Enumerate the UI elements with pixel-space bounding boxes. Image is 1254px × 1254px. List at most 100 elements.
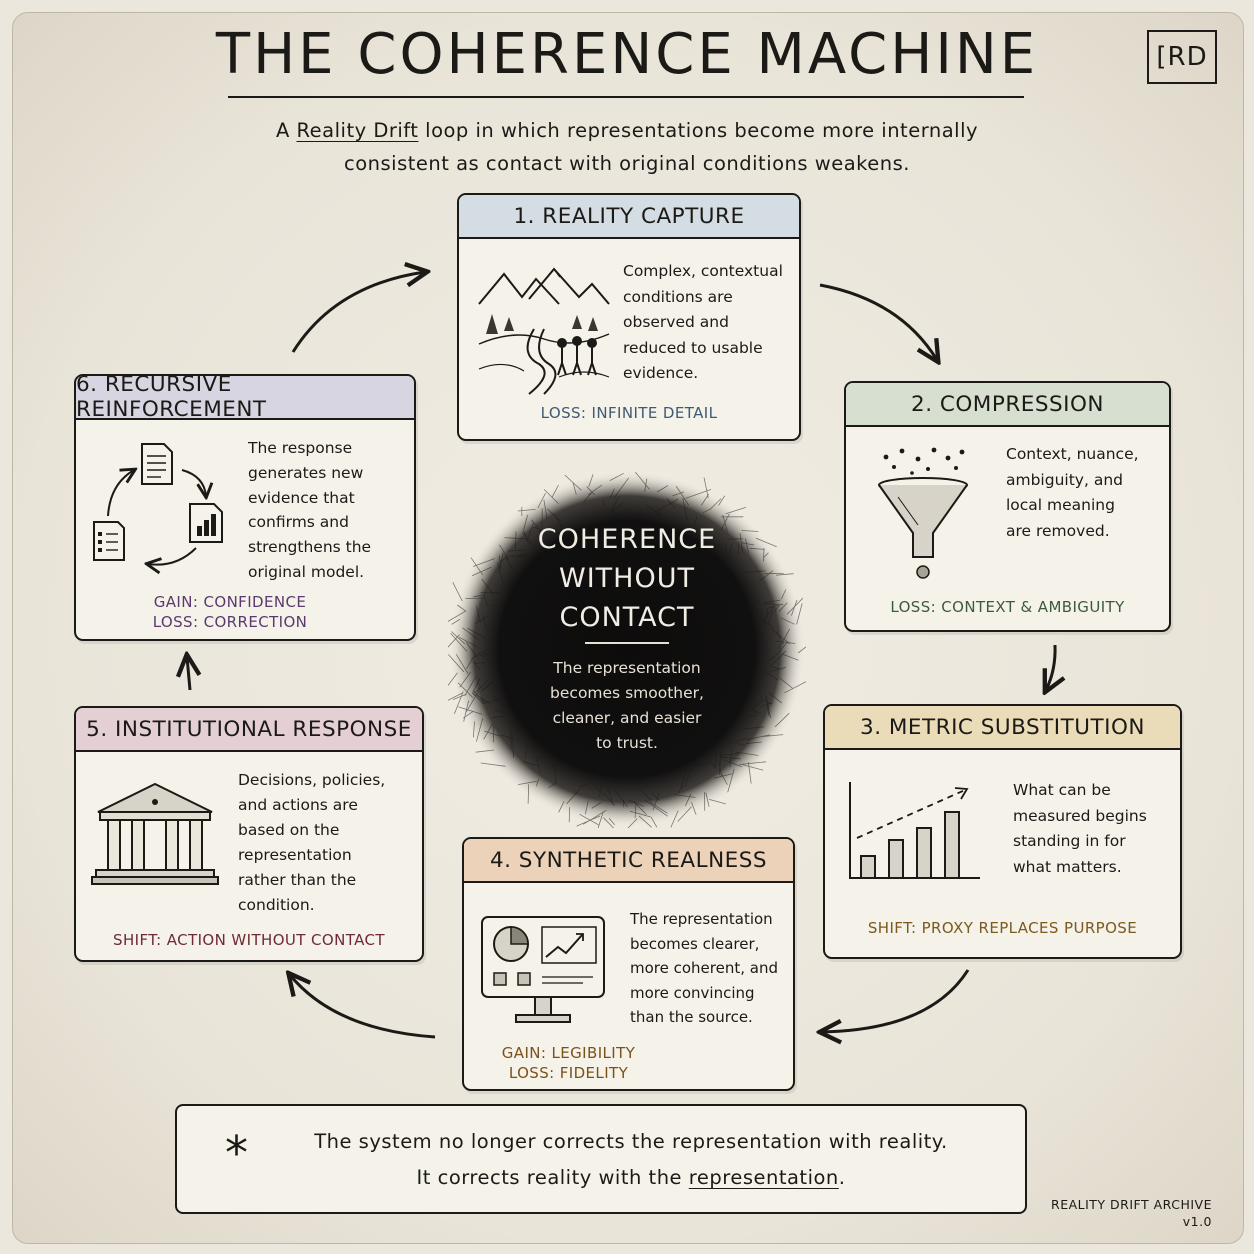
ink-scratch bbox=[482, 684, 491, 691]
card-metric-substitution: 3. METRIC SUBSTITUTION What can be measu… bbox=[823, 704, 1182, 959]
ink-scratch bbox=[705, 792, 710, 807]
ink-scratch bbox=[763, 552, 769, 559]
ink-scratch bbox=[747, 762, 752, 784]
ink-scratch bbox=[522, 529, 531, 547]
ink-scratch bbox=[472, 558, 495, 567]
ink-scratch bbox=[514, 554, 527, 559]
institution-building-icon bbox=[91, 782, 219, 885]
ink-scratch bbox=[475, 749, 495, 753]
ink-scratch bbox=[482, 698, 502, 705]
ink-scratch bbox=[543, 499, 548, 520]
ink-scratch bbox=[760, 698, 773, 705]
ink-scratch bbox=[587, 484, 603, 496]
center-title: COHERENCE WITHOUT CONTACT bbox=[537, 524, 717, 633]
ink-scratch bbox=[763, 669, 779, 681]
ink-scratch bbox=[597, 811, 604, 828]
card-header: 5. INSTITUTIONAL RESPONSE bbox=[76, 708, 422, 752]
ink-scratch bbox=[656, 485, 669, 493]
subtitle-line1-rest: loop in which representations become mor… bbox=[418, 119, 979, 142]
ink-scratch bbox=[771, 641, 789, 660]
ink-scratch bbox=[512, 734, 514, 758]
ink-scratch bbox=[586, 486, 595, 496]
ink-scratch bbox=[470, 557, 484, 576]
ink-scratch bbox=[451, 618, 461, 625]
conclusion-line-1: The system no longer corrects the repres… bbox=[314, 1130, 948, 1153]
ink-scratch bbox=[480, 762, 506, 767]
ink-scratch bbox=[749, 547, 765, 550]
ink-scratch bbox=[709, 799, 726, 805]
ink-scratch bbox=[778, 602, 788, 612]
ink-scratch bbox=[455, 653, 469, 674]
ink-scratch bbox=[551, 765, 563, 768]
ink-scratch bbox=[762, 734, 784, 737]
subtitle-highlight: Reality Drift bbox=[296, 119, 419, 142]
ink-scratch bbox=[483, 594, 489, 607]
ink-scratch bbox=[543, 489, 559, 504]
ink-scratch bbox=[685, 489, 712, 499]
ink-scratch bbox=[652, 793, 660, 811]
ink-scratch bbox=[780, 617, 795, 625]
ink-scratch bbox=[758, 570, 774, 582]
conclusion-line-2: It corrects reality with the representat… bbox=[416, 1166, 846, 1189]
card-compression: 2. COMPRESSION Context, nuance, ambiguit… bbox=[844, 381, 1171, 632]
ink-scratch bbox=[602, 499, 605, 507]
document-cycle-icon bbox=[93, 443, 223, 576]
ink-scratch bbox=[514, 531, 517, 551]
ink-scratch bbox=[448, 692, 463, 701]
ink-scratch bbox=[634, 802, 637, 819]
ink-scratch bbox=[448, 610, 467, 622]
ink-scratch bbox=[549, 526, 561, 536]
ink-scratch bbox=[753, 709, 762, 715]
ink-scratch bbox=[482, 615, 488, 631]
funnel-icon bbox=[878, 447, 968, 579]
ink-scratch bbox=[638, 815, 652, 828]
ink-scratch bbox=[784, 681, 806, 694]
ink-scratch bbox=[677, 806, 692, 822]
ink-scratch bbox=[472, 660, 481, 670]
card-footer: GAIN: CONFIDENCE LOSS: CORRECTION bbox=[152, 593, 308, 631]
ink-scratch bbox=[459, 671, 471, 688]
archive-label: REALITY DRIFT ARCHIVE v1.0 bbox=[1051, 1197, 1212, 1229]
ink-scratch bbox=[640, 789, 652, 801]
ink-scratch bbox=[476, 606, 481, 623]
card-text: What can be measured begins standing in … bbox=[1013, 781, 1147, 876]
ink-scratch bbox=[768, 692, 783, 704]
ink-scratch bbox=[757, 631, 767, 636]
center-void: COHERENCE WITHOUT CONTACT The representa… bbox=[448, 470, 806, 828]
ink-scratch bbox=[583, 491, 593, 503]
ink-scratch bbox=[775, 640, 796, 644]
ink-scratch bbox=[725, 542, 728, 556]
ink-scratch bbox=[670, 810, 679, 828]
card-synthetic-realness: 4. SYNTHETIC REALNESS The representation… bbox=[462, 837, 795, 1091]
ink-scratch bbox=[581, 515, 590, 523]
ink-scratch bbox=[737, 541, 740, 555]
ink-scratch bbox=[723, 759, 742, 768]
ink-scratch bbox=[609, 472, 624, 481]
ink-scratch bbox=[742, 726, 765, 730]
ink-scratch bbox=[535, 778, 539, 787]
ink-scratch bbox=[704, 540, 721, 546]
card-text: Context, nuance, ambiguity, and local me… bbox=[1006, 445, 1139, 540]
card-text: Complex, contextual conditions are obser… bbox=[623, 262, 783, 382]
card-header: 1. REALITY CAPTURE bbox=[459, 195, 799, 239]
ink-scratch bbox=[462, 627, 479, 641]
ink-scratch bbox=[729, 737, 748, 745]
ink-scratch bbox=[763, 603, 784, 605]
ink-scratch bbox=[537, 530, 553, 537]
ink-scratch bbox=[629, 810, 651, 818]
ink-scratch bbox=[533, 526, 553, 534]
ink-scratch bbox=[764, 599, 781, 604]
ink-scratch bbox=[765, 695, 771, 719]
ink-scratch bbox=[766, 604, 779, 610]
card-text: The response generates new evidence that… bbox=[248, 439, 372, 581]
ink-scratch bbox=[763, 548, 765, 562]
ink-scratch bbox=[741, 542, 755, 546]
ink-scratch bbox=[674, 794, 696, 798]
ink-scratch bbox=[714, 773, 733, 779]
ink-scratch bbox=[458, 706, 483, 715]
ink-scratch bbox=[752, 598, 761, 609]
ink-scratch bbox=[614, 789, 628, 808]
bar-chart-icon bbox=[849, 782, 980, 879]
ink-scratch bbox=[608, 818, 616, 826]
card-institutional-response: 5. INSTITUTIONAL RESPONSE Decisions, pol… bbox=[74, 706, 424, 962]
